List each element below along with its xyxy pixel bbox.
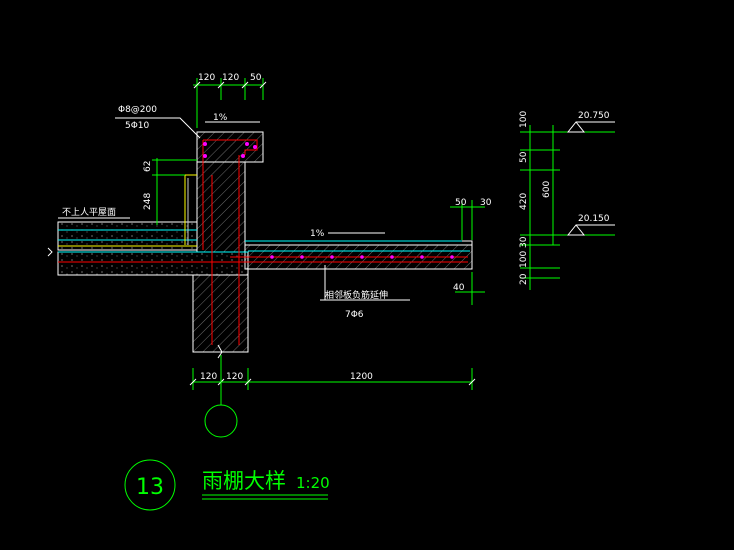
parapet-wall [196,161,246,253]
dim-top-2: 120 [222,73,239,83]
dimension-lines [58,78,615,438]
dim-top-1: 120 [198,73,215,83]
roof-slab [57,251,249,276]
bottom-rebar: 7Φ6 [345,310,364,320]
grid-axis-bubble [204,404,238,438]
dim-tip-top-1: 50 [455,198,467,208]
rebar [58,139,468,345]
slope-lower: 1% [310,229,325,239]
dim-right-2: 50 [519,151,529,163]
dim-top-3: 50 [250,73,262,83]
detail-number-circle [124,459,176,511]
dim-bottom-3: 1200 [350,372,373,382]
lower-wall [192,274,249,353]
elevation-top: 20.750 [578,111,610,121]
rebar-label-1: Φ8@200 [118,105,157,115]
detail-scale: 1:20 [296,474,330,492]
dim-right-1: 100 [519,111,529,128]
roof-finish [57,221,198,251]
break-line [217,344,223,359]
dim-right-total: 600 [542,181,552,198]
break-line [47,247,53,257]
dim-right-3: 420 [519,193,529,210]
dim-left-height: 62 [143,161,153,172]
elevation-bottom: 20.150 [578,214,610,224]
title-block: 13 雨棚大样 1:20 [124,459,330,511]
detail-number: 13 [136,475,164,500]
dim-tip-bottom: 40 [453,283,465,293]
structure [47,131,473,359]
slope-upper: 1% [213,113,228,123]
annotations: 120 120 50 Φ8@200 5Φ10 1% 62 248 不上人平屋面 … [62,73,610,382]
detail-title: 雨棚大样 [202,469,286,493]
parapet-cap [196,131,264,163]
rebar-label-2: 5Φ10 [125,121,150,131]
roof-note: 不上人平屋面 [62,207,116,218]
dim-bottom-2: 120 [226,372,243,382]
dim-right-6: 20 [519,273,529,285]
dim-right-5: 100 [519,251,529,268]
bottom-note: 相邻板负筋延伸 [325,289,388,301]
dim-tip-top-2: 30 [480,198,492,208]
dim-bottom-1: 120 [200,372,217,382]
dim-right-4: 30 [519,236,529,248]
dim-wall-height: 248 [143,193,153,210]
